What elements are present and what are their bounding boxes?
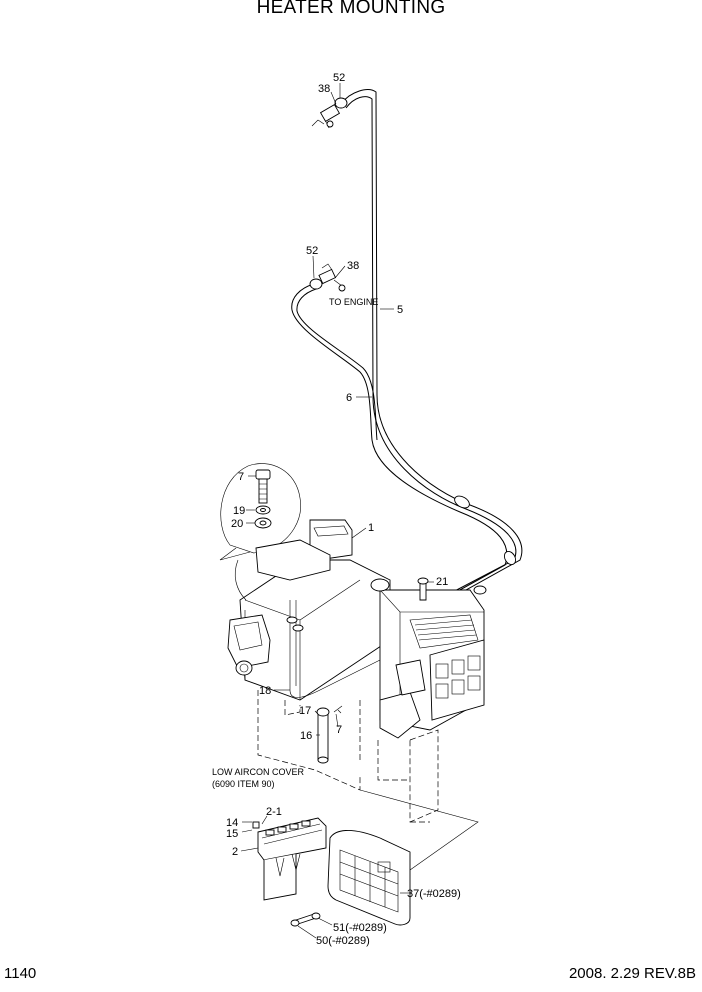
callout-19: 19 <box>233 505 245 517</box>
page-number: 1140 <box>4 965 37 982</box>
callout-1: 1 <box>368 522 374 534</box>
valve-38-mid <box>309 263 346 292</box>
washer-51 <box>311 912 321 920</box>
valve-38-top <box>311 97 348 129</box>
callout-52-mid: 52 <box>306 245 318 257</box>
hose-6 <box>291 283 508 691</box>
washer-19 <box>255 505 271 515</box>
callout-6: 6 <box>346 392 352 404</box>
callout-2-1: 2-1 <box>266 806 282 818</box>
hose-5 <box>297 89 523 683</box>
callout-50: 50(-#0289) <box>316 935 370 947</box>
low-aircon-cover-note: LOW AIRCON COVER <box>212 767 305 777</box>
callout-21: 21 <box>436 576 448 588</box>
callout-2: 2 <box>232 846 238 858</box>
callout-15: 15 <box>226 828 238 840</box>
to-engine-note: TO ENGINE <box>329 297 378 307</box>
callout-38-top: 38 <box>318 83 330 95</box>
callout-7: 7 <box>336 724 342 736</box>
drain-hose <box>316 705 343 764</box>
heater-unit <box>227 519 485 739</box>
callout-18: 18 <box>259 685 271 697</box>
callout-5: 5 <box>397 304 403 316</box>
cover-panel-37 <box>327 830 411 926</box>
page-title: HEATER MOUNTING <box>256 0 446 18</box>
detail-bubble <box>219 463 301 561</box>
callout-7-detail: 7 <box>238 471 244 483</box>
callout-51: 51(-#0289) <box>333 922 387 934</box>
controller-2 <box>252 817 327 901</box>
callout-38-mid: 38 <box>347 260 359 272</box>
callout-52-top: 52 <box>333 72 345 84</box>
low-aircon-cover-outline <box>257 690 479 871</box>
washer-20 <box>254 517 272 529</box>
callout-16: 16 <box>300 730 312 742</box>
low-aircon-cover-ref: (6090 ITEM 90) <box>212 779 275 789</box>
callout-14: 14 <box>226 817 238 829</box>
callout-20: 20 <box>231 518 243 530</box>
revision-info: 2008. 2.29 REV.8B <box>568 965 696 982</box>
hose-clamp <box>454 495 517 595</box>
leader-lines <box>240 83 434 939</box>
callout-17: 17 <box>299 705 311 717</box>
bolt-7 <box>255 469 271 504</box>
callout-37: 37(-#0289) <box>407 888 461 900</box>
